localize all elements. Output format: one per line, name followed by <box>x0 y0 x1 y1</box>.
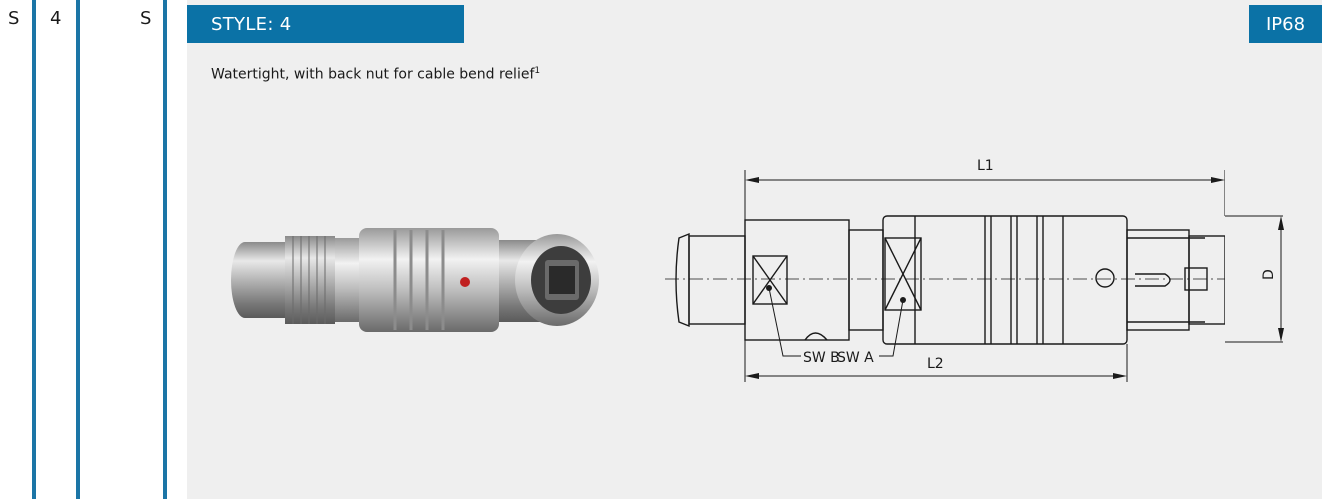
technical-drawing: L1 L2 SW B SW A <box>665 158 1225 382</box>
left-rule-1 <box>32 0 36 499</box>
sw-a-label: SW A <box>837 350 874 366</box>
code-col-1: S <box>8 8 20 29</box>
style-title: STYLE: 4 <box>187 5 464 43</box>
dim-l2-label: L2 <box>927 356 944 372</box>
connector-photo <box>231 228 599 332</box>
code-col-3: S <box>140 8 152 29</box>
footnote-marker: 1 <box>534 66 541 76</box>
ip-rating-badge: IP68 <box>1249 5 1322 43</box>
style-panel: STYLE: 4 IP68 Watertight, with back nut … <box>187 0 1322 499</box>
style-description: Watertight, with back nut for cable bend… <box>211 66 540 83</box>
description-text: Watertight, with back nut for cable bend… <box>211 66 535 83</box>
code-col-2: 4 <box>50 8 62 29</box>
left-rule-2 <box>76 0 80 499</box>
sw-b-label: SW B <box>803 350 840 366</box>
dim-d-label: D <box>1261 269 1277 280</box>
left-rule-3 <box>163 0 167 499</box>
dim-d: D <box>1225 215 1284 343</box>
dim-l1-label: L1 <box>977 158 994 174</box>
